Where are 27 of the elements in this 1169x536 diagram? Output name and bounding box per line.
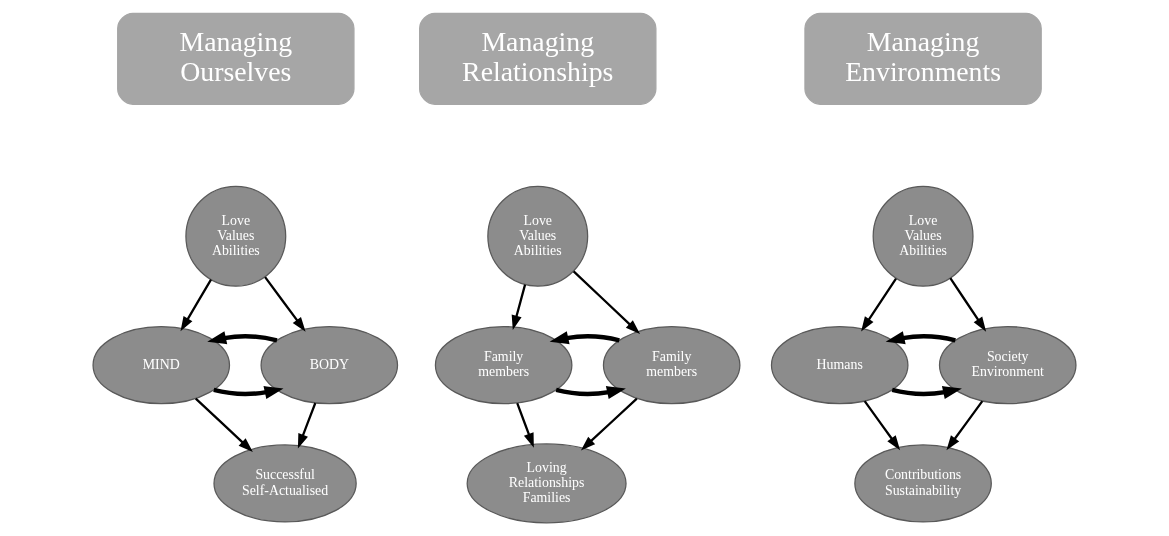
node-ellipse: Contributions Sustainability bbox=[854, 444, 992, 523]
node-circle: Love Values Abilities bbox=[185, 185, 287, 287]
node-circle: Love Values Abilities bbox=[487, 185, 589, 287]
arrow bbox=[180, 279, 212, 332]
arrow bbox=[516, 402, 534, 448]
node-circle: Love Values Abilities bbox=[872, 185, 974, 287]
node-box: Managing Environments bbox=[804, 12, 1042, 105]
arrow bbox=[511, 284, 527, 330]
arrow bbox=[949, 277, 987, 332]
arrow bbox=[861, 277, 897, 332]
arrow bbox=[213, 386, 284, 400]
arrow bbox=[891, 386, 962, 400]
arrow bbox=[195, 397, 253, 453]
arrow bbox=[264, 276, 306, 332]
arrow bbox=[549, 331, 620, 345]
arrow bbox=[863, 400, 901, 451]
arrow bbox=[207, 331, 278, 345]
node-ellipse: Successful Self-Actualised bbox=[213, 444, 357, 523]
arrow bbox=[580, 397, 638, 451]
arrow bbox=[885, 331, 956, 345]
arrow bbox=[572, 270, 641, 335]
node-box: Managing Relationships bbox=[419, 12, 657, 105]
node-ellipse: Loving Relationships Families bbox=[466, 443, 627, 524]
arrow bbox=[946, 400, 984, 451]
arrow bbox=[297, 402, 317, 449]
node-box: Managing Ourselves bbox=[117, 12, 355, 105]
arrow bbox=[555, 386, 626, 400]
